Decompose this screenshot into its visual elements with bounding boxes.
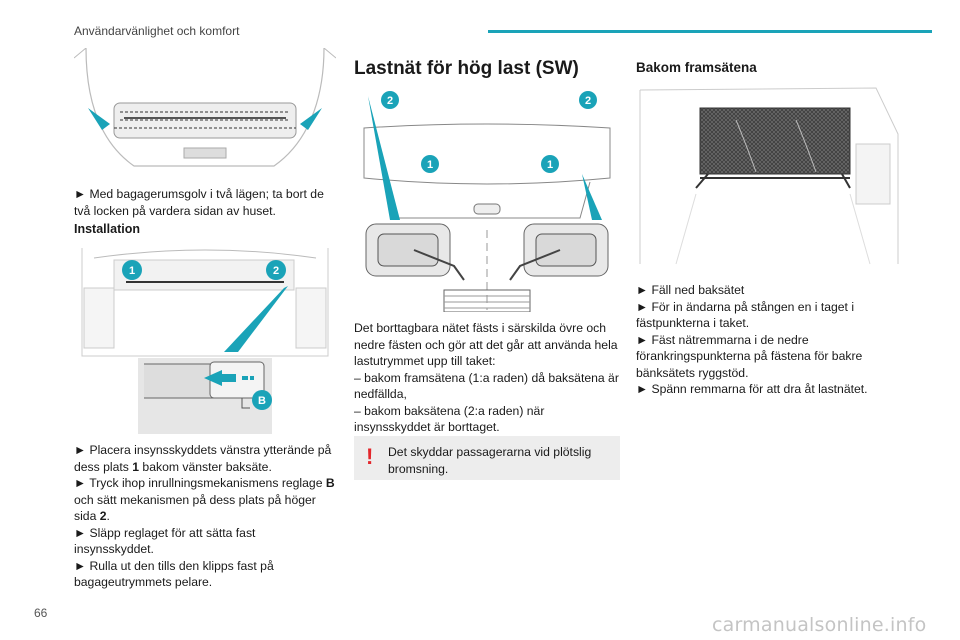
step-2-text: ► Tryck ihop inrullningsmekanismens regl… — [74, 476, 326, 490]
install-step-1: ► Placera insynsskyddets vänstra ytterän… — [74, 442, 336, 475]
cargo-cover-illustration — [73, 47, 337, 176]
cargo-net-option-1: – bakom framsätena (1:a raden) då baksät… — [354, 370, 619, 402]
callout-1-right: 1 — [547, 159, 553, 171]
behind-seat-step-4: ► Spänn remmarna för att dra åt lastnäte… — [636, 382, 868, 396]
install-step-4: ► Rulla ut den tills den klipps fast på … — [74, 558, 274, 590]
behind-seat-step-3: ► Fäst nätremmarna i de nedre förankring… — [636, 332, 863, 380]
cargo-net-option-2: – bakom baksätena (2:a raden) när insyns… — [354, 403, 545, 435]
behind-front-seats-heading: Bakom framsätena — [636, 60, 757, 75]
col1-intro-text: ► Med bagagerumsgolv i två lägen; ta bor… — [74, 187, 324, 218]
callout-1: 1 — [129, 265, 135, 277]
callout-2-left: 2 — [387, 95, 393, 107]
step-2-post: och sätt mekanismen på dess plats på hög… — [74, 492, 316, 524]
section-title-cargo-net: Lastnät för hög last (SW) — [354, 58, 579, 79]
watermark-link[interactable]: carmanualsonline.info — [712, 614, 927, 636]
behind-seat-step-1: ► Fäll ned baksätet — [636, 283, 745, 297]
cargo-net-description: Det borttagbara nätet fästs i särskilda … — [354, 321, 618, 368]
step-2-bold2: 2 — [99, 509, 107, 523]
warning-box: ! Det skyddar passagerarna vid plötslig … — [354, 436, 620, 480]
warning-text: Det skyddar passagerarna vid plötslig br… — [388, 445, 592, 476]
callout-b: B — [258, 395, 266, 407]
install-step-3: ► Släpp reglaget för att sätta fast insy… — [74, 525, 256, 557]
step-1-text: ► Placera insynsskyddets vänstra ytterän… — [74, 443, 332, 474]
exclamation-icon: ! — [366, 444, 374, 469]
page-number: 66 — [34, 606, 48, 620]
callout-1-left: 1 — [427, 159, 433, 171]
step-1-post: bakom vänster baksäte. — [139, 459, 272, 474]
cargo-net-anchor-illustration: 2 2 1 1 — [354, 90, 620, 313]
header-accent-bar — [488, 30, 932, 33]
header-title: Användarvänlighet och komfort — [74, 24, 240, 38]
install-step-2: ► Tryck ihop inrullningsmekanismens regl… — [74, 475, 336, 525]
installation-heading: Installation — [74, 222, 140, 236]
step-1-bold: 1 — [132, 459, 140, 474]
cover-install-illustration: 1 2 B — [74, 248, 336, 434]
step-2-post2: . — [106, 509, 110, 523]
callout-2-right: 2 — [585, 95, 591, 107]
behind-seat-step-2: ► För in ändarna på stången en i taget i… — [636, 299, 855, 331]
cargo-net-behind-front-seats-illustration — [636, 84, 900, 274]
callout-2: 2 — [273, 265, 279, 277]
step-2-bold: B — [325, 476, 335, 490]
